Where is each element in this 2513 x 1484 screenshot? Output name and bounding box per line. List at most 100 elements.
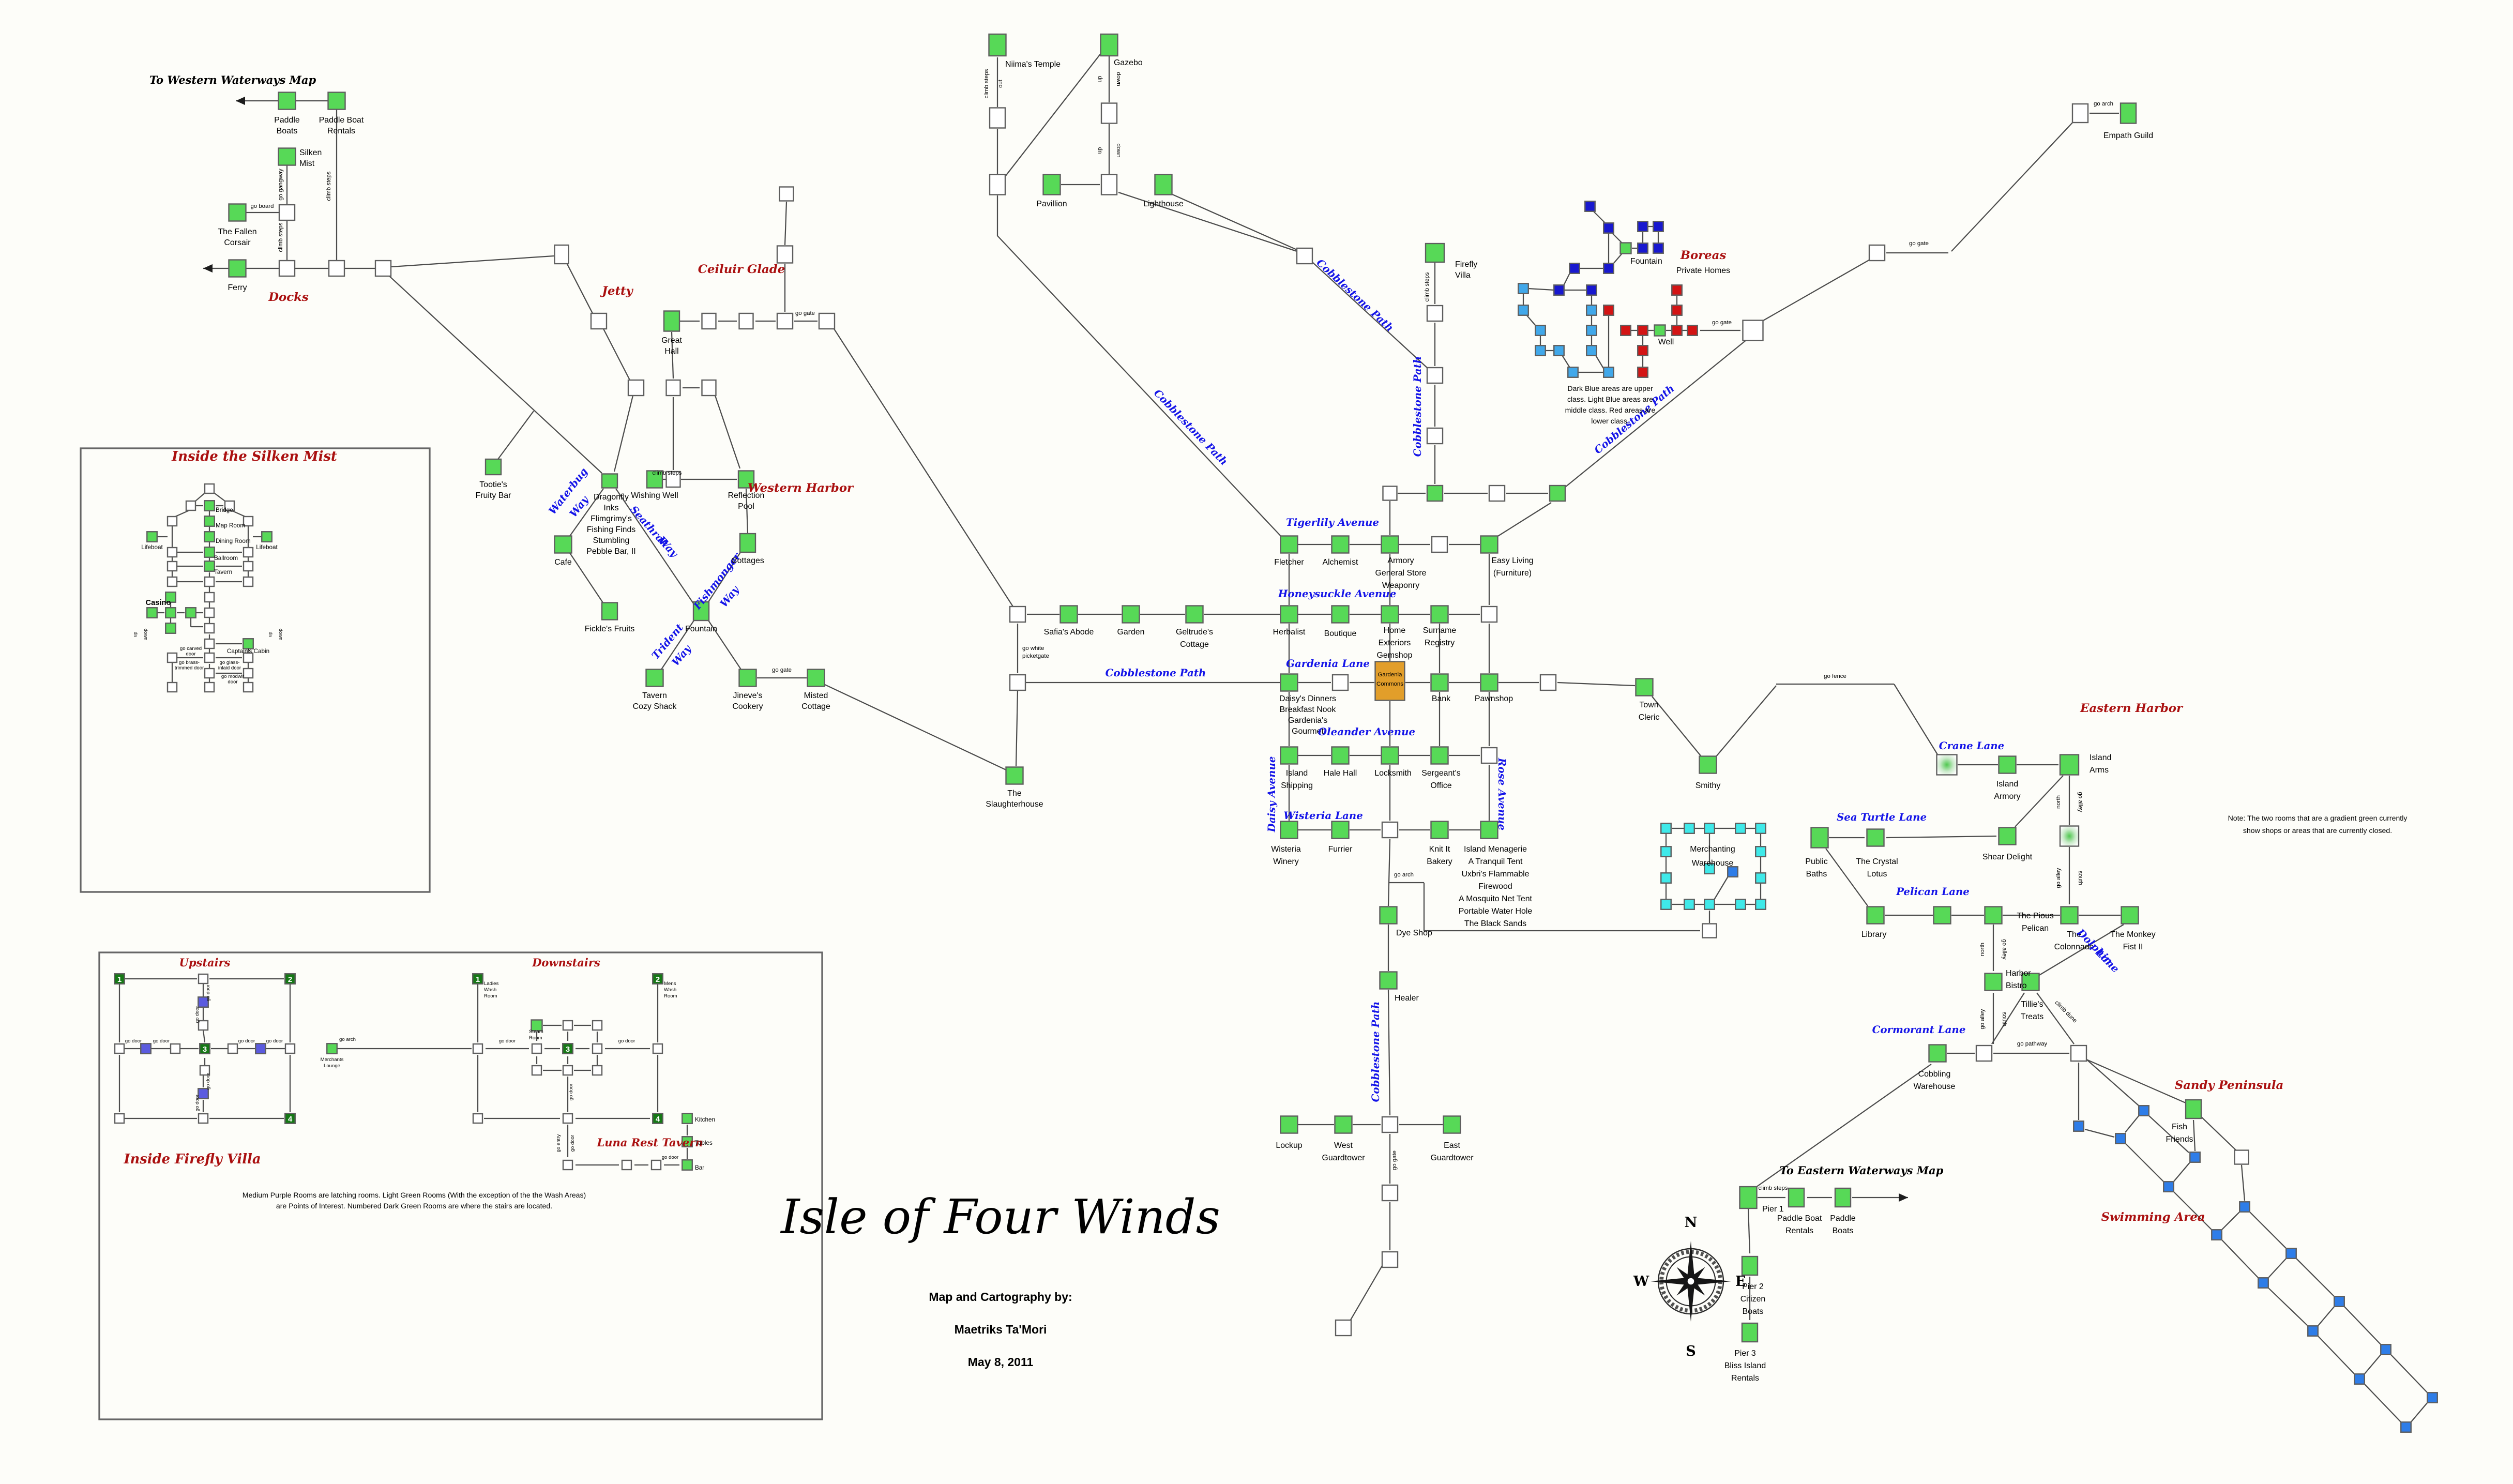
map-path xyxy=(671,331,674,379)
smithy xyxy=(1699,755,1717,774)
map-label: Way xyxy=(656,534,681,560)
map-label: go board xyxy=(251,203,274,209)
map-path xyxy=(2364,1383,2402,1423)
junction-room xyxy=(472,1113,483,1124)
map-label: go gate xyxy=(1391,1150,1398,1170)
sm-ballroom xyxy=(204,547,215,558)
map-label: Colonnade xyxy=(2054,943,2094,951)
cartographer: Maetriks Ta'Mori xyxy=(954,1323,1047,1336)
junction-room xyxy=(166,547,178,558)
ferry xyxy=(228,259,247,278)
map-label: Paddle Boat xyxy=(1777,1214,1822,1223)
map-label: Flimgrimy's xyxy=(591,514,632,523)
junction-room xyxy=(199,1065,210,1076)
junction-room xyxy=(562,1020,573,1031)
map-label: go gate xyxy=(795,310,815,316)
map-label: climb steps xyxy=(278,222,284,252)
niimas-temple xyxy=(988,33,1007,57)
map-path xyxy=(1825,848,1868,906)
map-label: Swimming Area xyxy=(2101,1210,2205,1224)
map-label: Portable Water Hole xyxy=(1459,907,1533,916)
map-path xyxy=(2192,1119,2196,1152)
map-label: Luna Rest Tavern xyxy=(597,1136,703,1149)
junction-room xyxy=(1296,247,1313,265)
junction-room xyxy=(374,260,392,277)
map-path xyxy=(1754,1064,1932,1189)
junction-room xyxy=(776,245,794,264)
map-label: 4 xyxy=(656,1115,660,1124)
map-path xyxy=(2038,924,2124,976)
map-path xyxy=(784,201,788,246)
map-label: 3 xyxy=(203,1045,207,1054)
compass-hub xyxy=(1686,1277,1695,1286)
map-room xyxy=(1586,284,1597,296)
map-label: Rentals xyxy=(327,127,355,135)
map-label: A Mosquito Net Tent xyxy=(1459,895,1533,903)
junction-room xyxy=(204,592,215,603)
map-path xyxy=(1715,685,1777,758)
map-label: go alley xyxy=(2055,868,2062,888)
map-label: down xyxy=(143,629,148,641)
armory xyxy=(1381,535,1399,554)
map-label: Inks xyxy=(603,504,618,512)
map-label: Reflection xyxy=(728,491,765,500)
map-label: Bar xyxy=(695,1164,704,1171)
map-label: Island xyxy=(1286,769,1308,778)
cottages xyxy=(739,533,756,553)
junction-room xyxy=(1331,674,1349,691)
map-label: Western Harbor xyxy=(748,481,854,495)
map-label: lower class. xyxy=(1591,417,1629,425)
map-room xyxy=(1569,263,1580,274)
tooties-fruity-bar xyxy=(485,458,502,476)
map-label: Pelican Lane xyxy=(1896,885,1970,898)
great-hall xyxy=(663,310,680,332)
junction-room xyxy=(114,1043,125,1054)
map-label: Public xyxy=(1805,857,1827,866)
map-path xyxy=(2084,1128,2115,1138)
map-label: Warehouse xyxy=(1692,859,1734,868)
boutique xyxy=(1331,605,1350,624)
map-label: Sea Turtle Lane xyxy=(1837,811,1927,823)
closed-shop-alley xyxy=(2059,825,2080,847)
harbor-bistro xyxy=(1984,973,2003,991)
map-label: Paddle xyxy=(1830,1214,1856,1223)
map-path xyxy=(2267,1287,2309,1327)
map-room xyxy=(2163,1181,2174,1192)
island-shipping xyxy=(1280,746,1298,765)
map-path xyxy=(2036,992,2075,1044)
map-label: Bakery xyxy=(1427,857,1452,866)
map-label: Docks xyxy=(268,291,309,304)
junction-room xyxy=(592,1020,603,1031)
map-label: climb steps xyxy=(326,171,332,201)
the-crystal-lotus xyxy=(1866,828,1885,847)
map-label: Island xyxy=(2090,753,2111,762)
map-label: Furrier xyxy=(1328,845,1353,854)
the-pious-pelican xyxy=(1984,906,2003,925)
map-label: Mens xyxy=(664,981,676,987)
lockup xyxy=(1280,1115,1298,1134)
sm-casino xyxy=(165,592,176,603)
junction-room xyxy=(1426,305,1444,322)
map-label: down xyxy=(278,629,283,641)
surname-registry xyxy=(1430,605,1449,624)
map-path xyxy=(389,276,602,474)
map-path xyxy=(2249,1211,2287,1249)
map-path xyxy=(1003,52,1102,179)
junction-room xyxy=(114,1113,125,1124)
credit-line: Map and Cartography by: xyxy=(929,1290,1072,1304)
map-label: Fishing Finds xyxy=(587,525,636,534)
map-path xyxy=(1312,262,1429,370)
map-path xyxy=(714,395,741,469)
the-slaughterhouse xyxy=(1005,766,1024,785)
map-label: Pier 2 xyxy=(1742,1282,1764,1291)
island-armory xyxy=(1998,755,2017,774)
the-monkey-fist-ii xyxy=(2121,906,2139,925)
bank xyxy=(1430,673,1449,692)
map-label: Steam xyxy=(529,1029,543,1035)
map-label: Fountain xyxy=(1630,257,1662,266)
map-path xyxy=(832,327,1013,607)
map-label: middle class. Red areas are xyxy=(1565,406,1656,414)
geltrudes-cottage xyxy=(1185,605,1204,624)
map-label: Tavern xyxy=(214,569,232,576)
junction-room xyxy=(224,500,235,511)
